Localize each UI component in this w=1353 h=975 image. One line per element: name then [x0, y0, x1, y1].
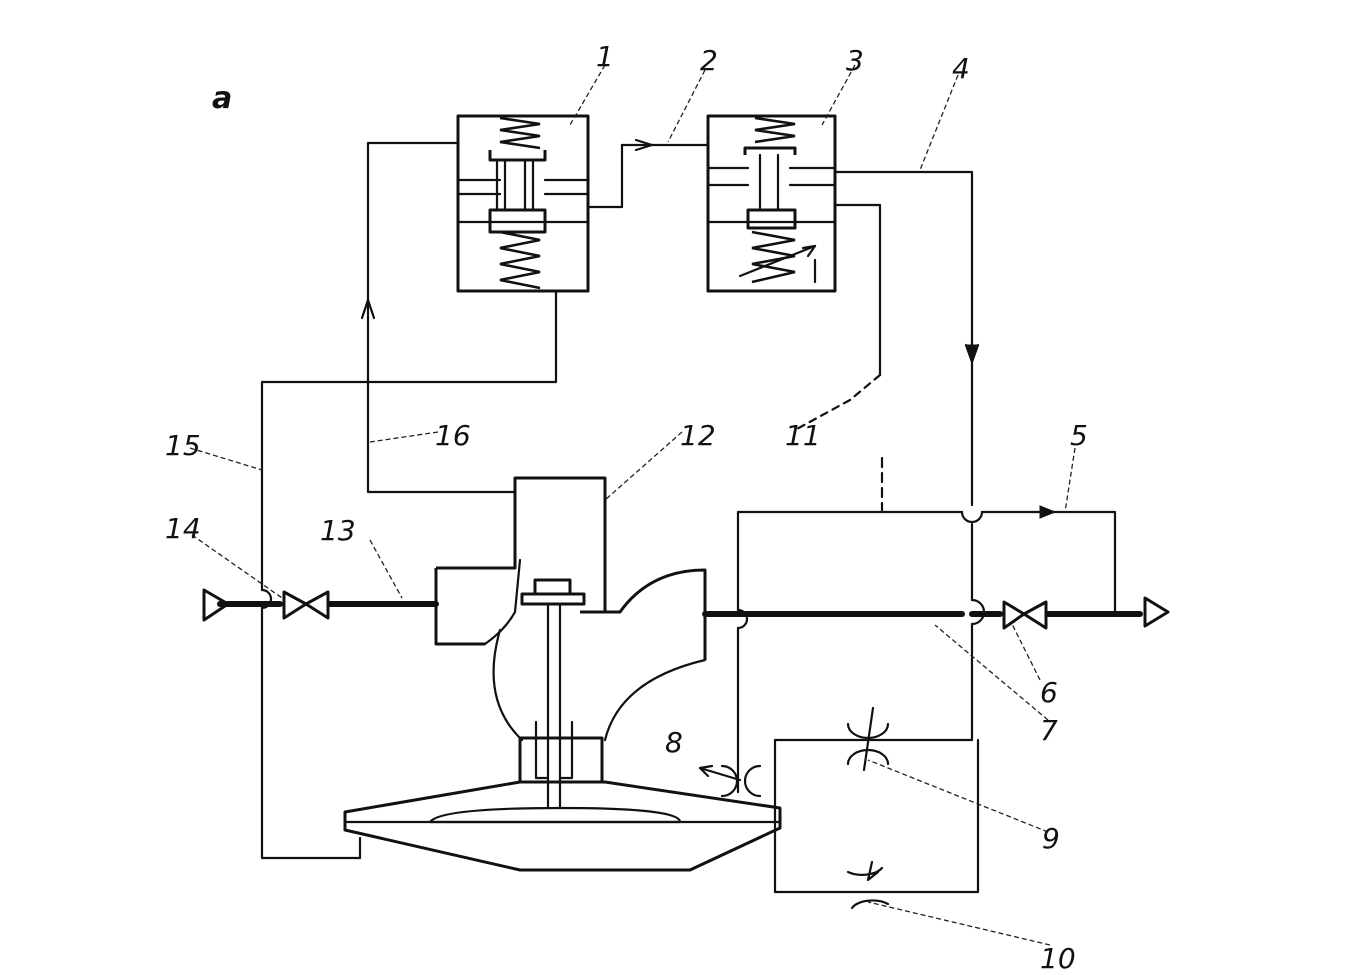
callout-15: 15	[165, 429, 201, 462]
callout-2: 2	[700, 44, 718, 77]
callout-7: 7	[1040, 714, 1058, 747]
callout-labels: 1 2 3 4 5 6 7 8 9 10 11 12 13 14 15 16	[165, 40, 1088, 975]
callout-16: 16	[435, 419, 471, 452]
pilot-regulator-3	[706, 114, 837, 293]
leader-lines	[189, 64, 1076, 946]
callout-4: 4	[952, 52, 970, 85]
main-pipeline	[202, 588, 1170, 630]
callout-6: 6	[1040, 676, 1058, 709]
callout-9: 9	[1042, 822, 1060, 855]
callout-5: 5	[1070, 419, 1088, 452]
callout-10: 10	[1040, 942, 1076, 975]
callout-11: 11	[785, 419, 821, 452]
callout-1: 1	[596, 40, 614, 73]
callout-3: 3	[846, 44, 864, 77]
callout-13: 13	[320, 514, 356, 547]
main-regulator-12	[343, 476, 782, 872]
callout-14: 14	[165, 512, 201, 545]
control-lines	[260, 138, 1117, 910]
figure-label: a	[212, 81, 232, 116]
callout-8: 8	[665, 726, 683, 759]
callout-12: 12	[680, 419, 716, 452]
pilot-regulator-1	[456, 114, 590, 293]
